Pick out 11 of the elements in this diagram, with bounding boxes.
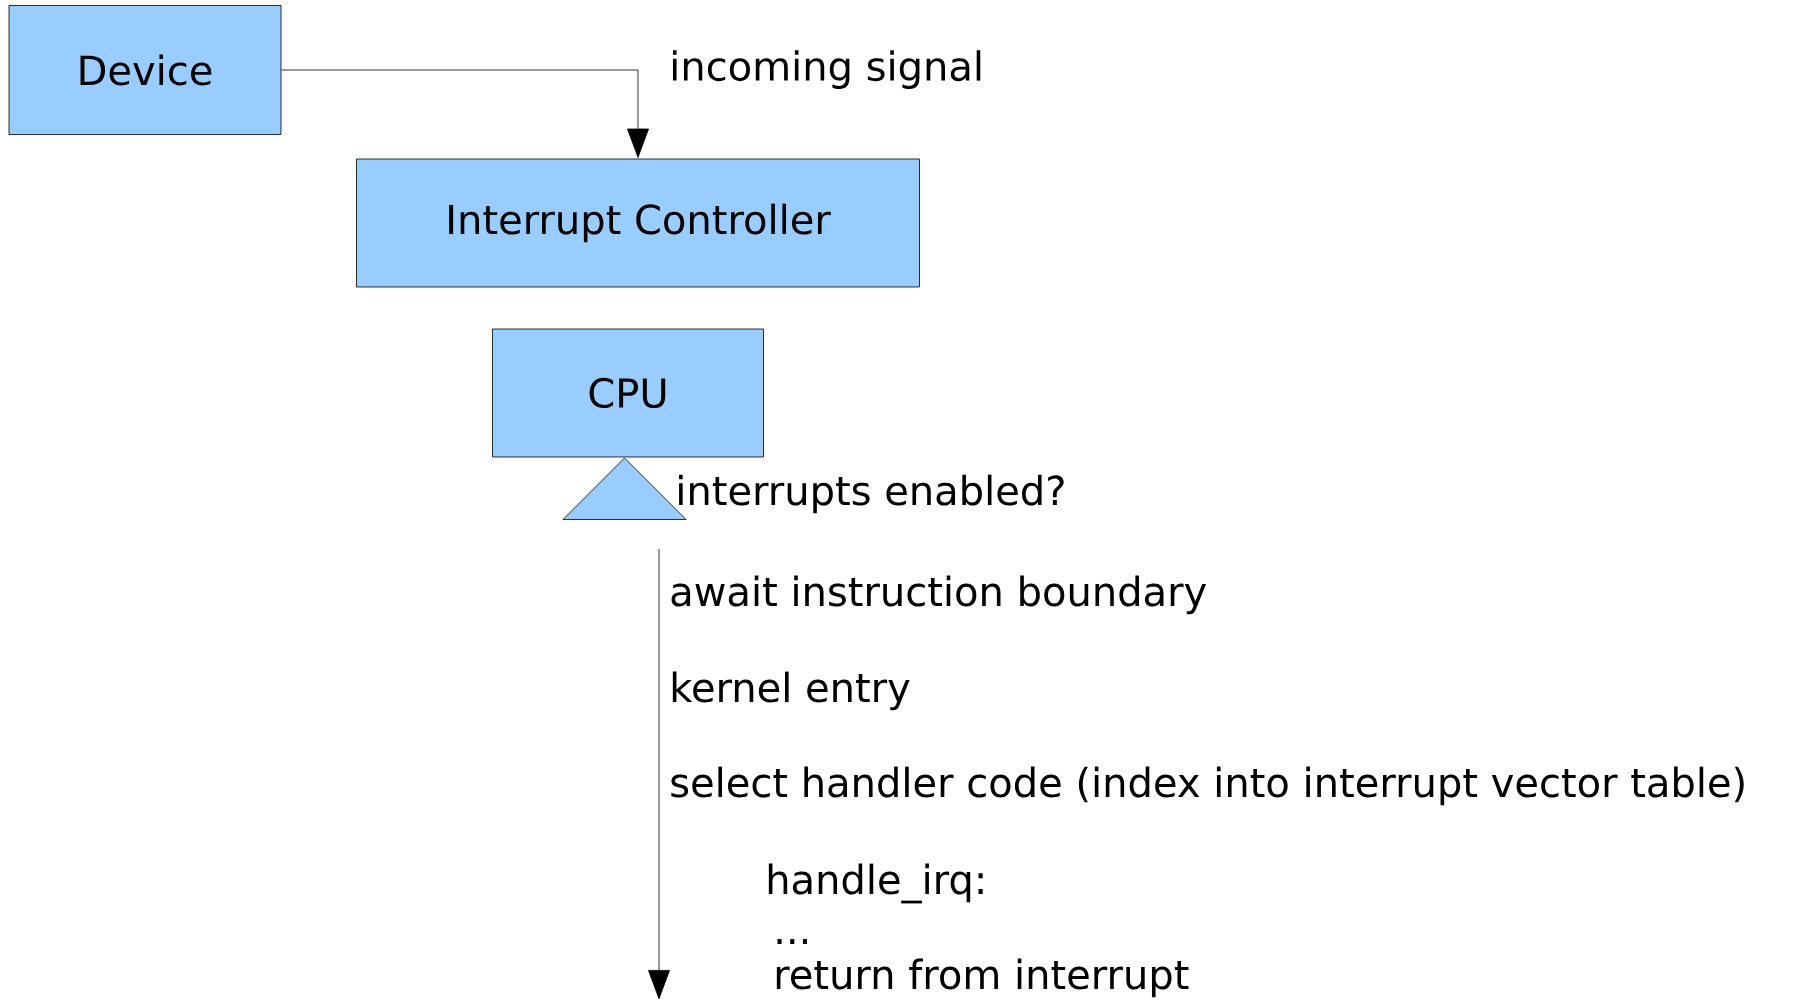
step-label: handle_irq: xyxy=(768,863,983,904)
arrow xyxy=(281,69,649,158)
step-label: ... xyxy=(777,939,808,944)
step-label: return from interrupt xyxy=(776,958,1189,998)
step-label: select handler code (index into interrupt vector table) xyxy=(671,766,1744,806)
condition-label: interrupts enabled? xyxy=(679,474,1064,514)
process-box: Device xyxy=(8,5,282,135)
edge-label: incoming signal xyxy=(672,50,981,89)
step-label: await instruction boundary xyxy=(671,575,1207,615)
step-label: kernel entry xyxy=(672,671,910,711)
process-box: Interrupt Controller xyxy=(356,158,920,288)
